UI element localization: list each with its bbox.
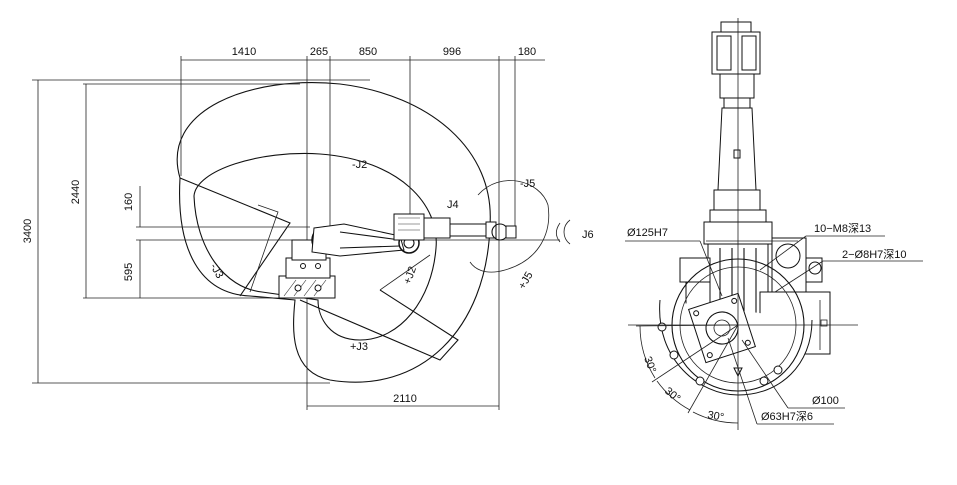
label-neg-j2: -J2 xyxy=(352,159,367,171)
flange-view: 30° 30° 30° Ø125H7 10−M8深13 2−Ø8H7深10 Ø1… xyxy=(625,18,923,430)
dim-3400: 3400 xyxy=(22,219,34,243)
dim-850: 850 xyxy=(359,46,377,58)
vertical-reference-lines xyxy=(180,56,516,410)
dim-265: 265 xyxy=(310,46,328,58)
label-neg-j5: -J5 xyxy=(520,178,535,190)
dim-996: 996 xyxy=(443,46,461,58)
dim-1410: 1410 xyxy=(232,46,256,58)
arm-reach-mid xyxy=(249,204,279,293)
dim-2440: 2440 xyxy=(70,180,82,204)
dim-2110: 2110 xyxy=(393,393,417,405)
label-pos-j2: +J2 xyxy=(402,265,419,286)
callout-pilot: Ø63H7深6 xyxy=(761,410,813,423)
top-dimension-labels: 1410 265 850 996 180 xyxy=(232,46,536,58)
work-envelope-inner xyxy=(193,152,437,341)
side-view: 1410 265 850 996 180 3400 2440 160 595 2… xyxy=(22,46,594,410)
left-dimension-lines xyxy=(37,80,141,383)
callout-labels: Ø125H7 10−M8深13 2−Ø8H7深10 Ø100 Ø63H7深6 xyxy=(627,222,907,423)
arm-reach-diag xyxy=(379,254,431,291)
callout-leaders xyxy=(625,235,923,425)
dim-595: 595 xyxy=(123,263,135,281)
label-pos-j5: +J5 xyxy=(516,270,535,292)
dim-160: 160 xyxy=(123,193,135,211)
callout-tapped-holes: 10−M8深13 xyxy=(814,222,871,235)
angle-label-3: 30° xyxy=(706,409,724,424)
arm-reach-lower xyxy=(299,289,459,361)
callout-bore: Ø125H7 xyxy=(627,227,668,239)
arm-reach-upper xyxy=(179,177,291,297)
label-j6: J6 xyxy=(582,229,594,241)
flange-center-lines xyxy=(628,18,858,430)
flange-plate xyxy=(687,292,757,364)
angle-label-2: 30° xyxy=(662,385,682,405)
angle-label-1: 30° xyxy=(641,355,658,375)
label-pos-j3: +J3 xyxy=(350,341,368,353)
label-neg-j3: -J3 xyxy=(207,262,225,281)
callout-outer-dia: Ø100 xyxy=(812,395,839,407)
callout-pin-holes: 2−Ø8H7深10 xyxy=(842,248,907,261)
dim-180: 180 xyxy=(518,46,536,58)
motion-labels: -J2 +J2 -J3 +J3 J4 -J5 +J5 J6 xyxy=(207,159,593,353)
robot-arm xyxy=(311,213,517,257)
angle-arcs xyxy=(635,324,739,424)
robot-base xyxy=(278,239,336,299)
j5-arc xyxy=(469,180,550,273)
left-dimension-labels: 3400 2440 160 595 xyxy=(22,180,135,281)
j6-rotation-icon xyxy=(563,219,571,245)
label-j4: J4 xyxy=(447,199,459,211)
